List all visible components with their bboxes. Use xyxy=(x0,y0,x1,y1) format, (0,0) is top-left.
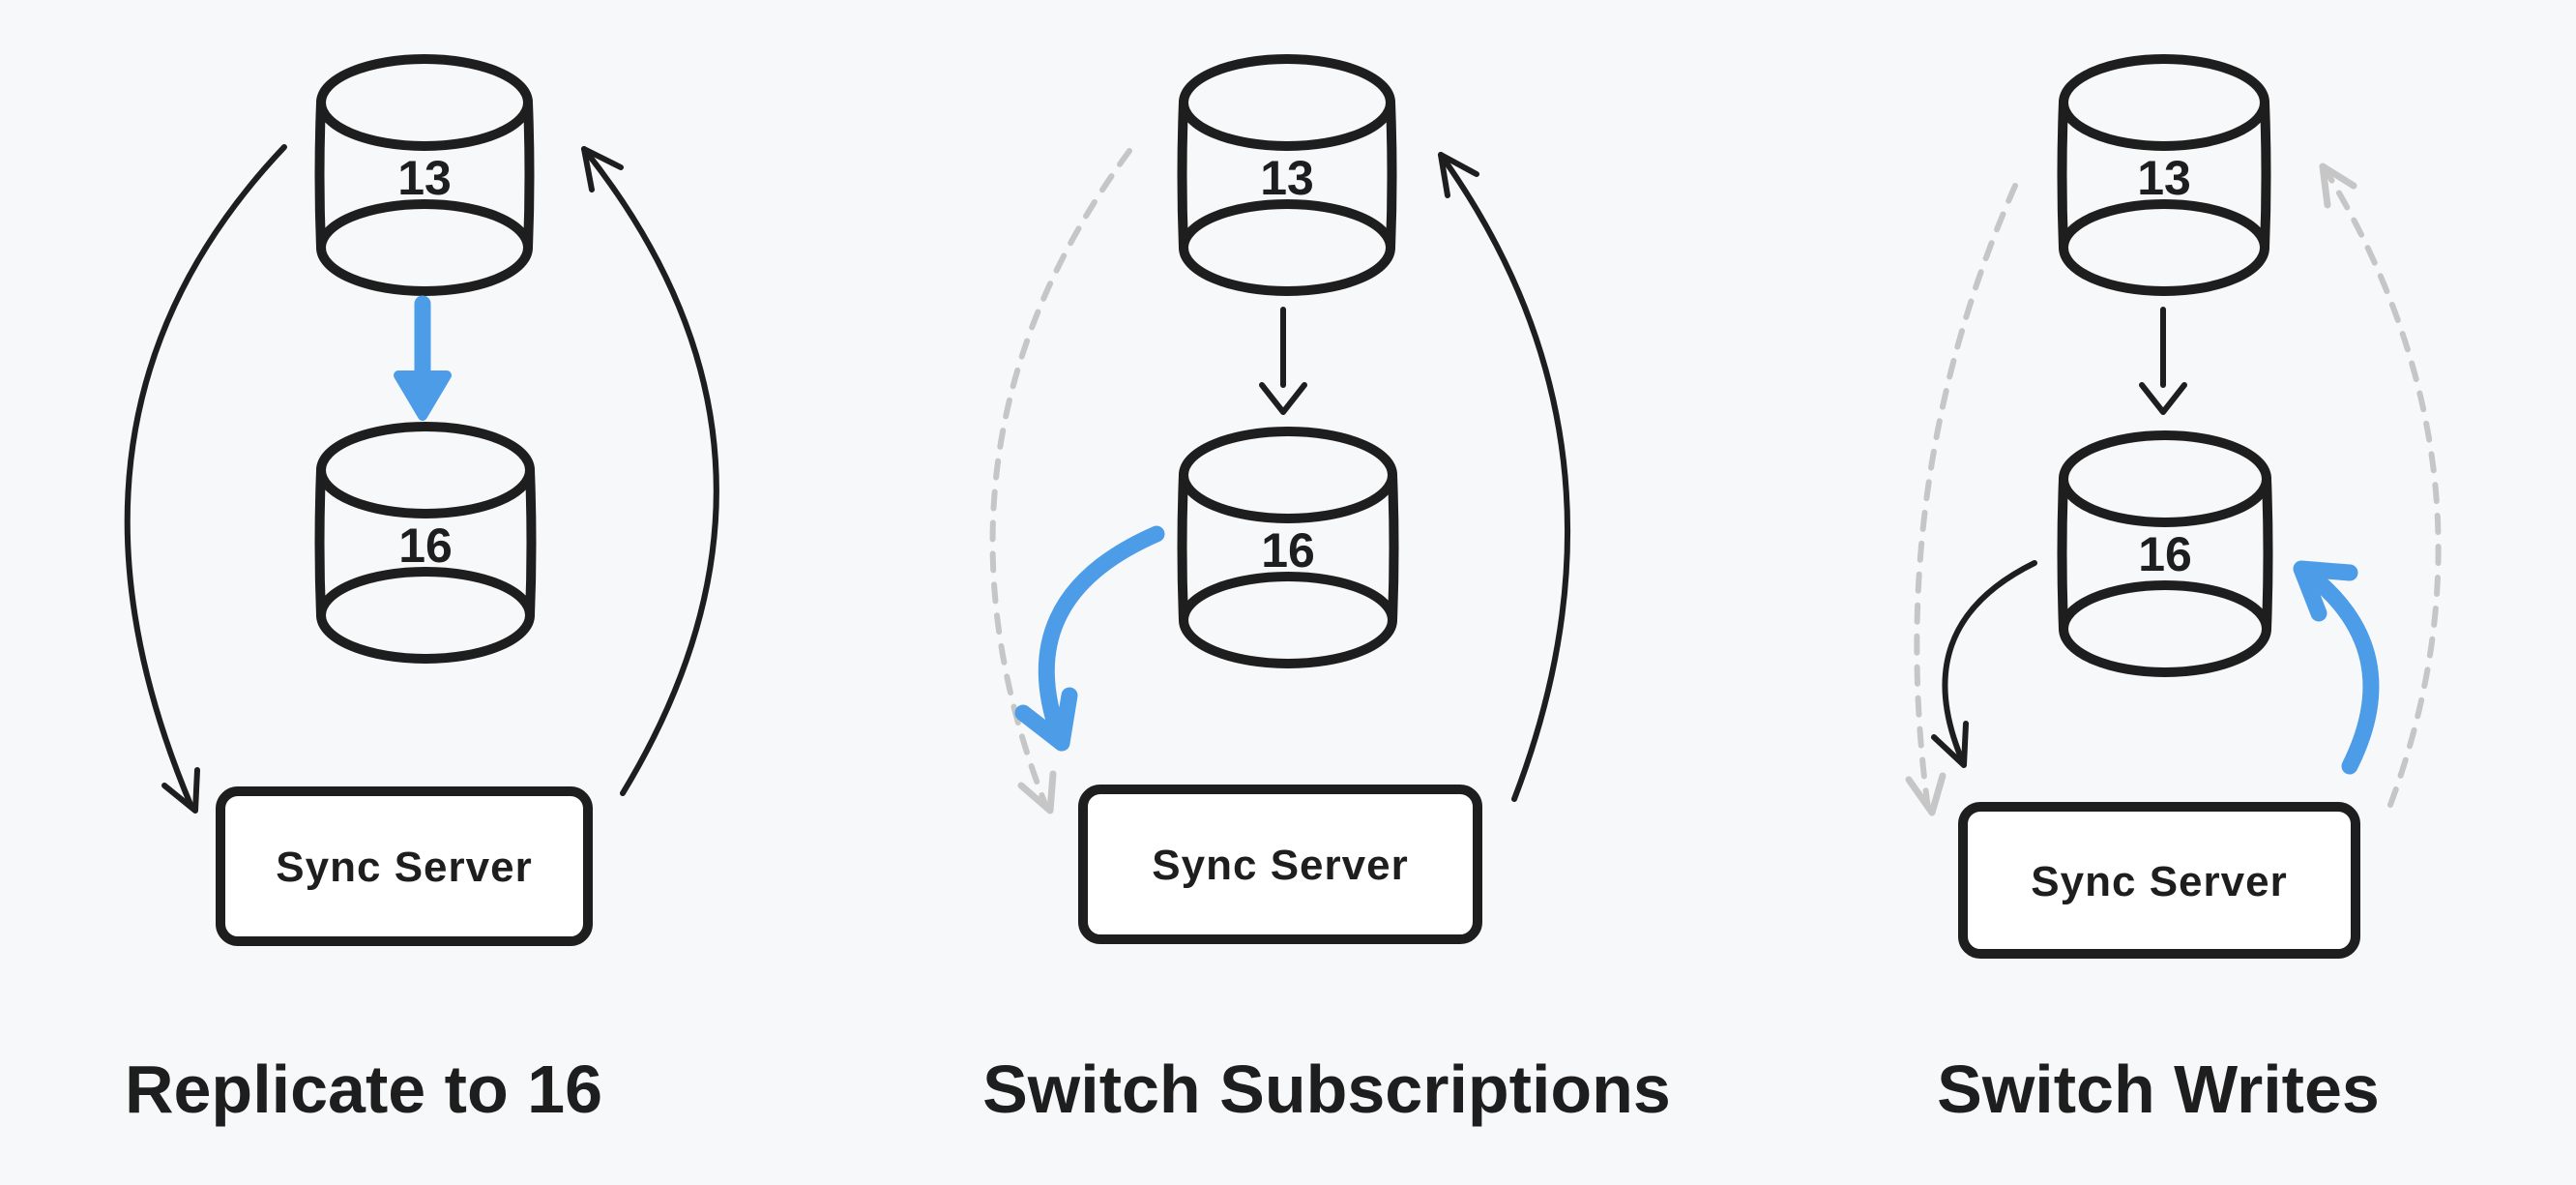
database-13-walls xyxy=(1177,98,1397,252)
sync-server-label: Sync Server xyxy=(1152,842,1408,889)
arrow-13-to-16 xyxy=(2139,307,2187,415)
arrow-sync-server-to-16-line xyxy=(2298,564,2380,775)
database-16-bottom xyxy=(1179,572,1397,668)
arrow-13-to-16 xyxy=(1259,307,1307,415)
arrow-sync-server-to-13 xyxy=(1438,152,1571,802)
arrow-sync-server-to-13-head xyxy=(581,146,624,193)
sync-server-box xyxy=(1078,785,1482,944)
sync-server-box xyxy=(216,786,593,946)
database-13-label: 13 xyxy=(397,151,452,205)
arrow-replicate-head xyxy=(394,370,452,421)
arrow-16-to-sync-server-line xyxy=(1942,560,2037,765)
arrow-16-to-sync-server-head xyxy=(1014,687,1078,752)
arrow-sync-server-to-13 xyxy=(581,146,719,796)
database-16-top xyxy=(316,422,535,518)
arrow-old-13-to-sync-server-line xyxy=(1914,183,2018,812)
arrow-16-to-sync-server-line xyxy=(1038,525,1165,752)
database-13-top xyxy=(1179,54,1395,151)
database-13-top xyxy=(316,54,533,151)
database-16-bottom xyxy=(316,567,535,664)
arrow-old-sync-server-to-13-line xyxy=(2322,165,2442,808)
database-13-walls xyxy=(2057,98,2271,252)
database-16: 16 xyxy=(314,422,537,664)
database-16: 16 xyxy=(1177,427,1399,668)
database-16-label: 16 xyxy=(398,518,453,573)
database-16-bottom xyxy=(2059,580,2271,677)
database-16-label: 16 xyxy=(2138,527,2192,581)
database-13-bottom xyxy=(2059,199,2269,296)
arrow-16-to-sync-server xyxy=(1014,525,1165,752)
arrow-sync-server-to-16-head xyxy=(2293,560,2358,622)
arrow-sync-server-to-13-head xyxy=(1438,152,1479,198)
arrow-sync-server-to-13-line xyxy=(1438,152,1571,802)
database-13-walls xyxy=(314,98,535,252)
arrow-13-to-16-head xyxy=(1259,382,1307,415)
sync-server-node: Sync Server xyxy=(216,786,593,946)
database-16-walls xyxy=(1177,470,1399,625)
arrow-old-sync-server-to-13 xyxy=(2319,163,2442,808)
arrow-replicate-13-to-16 xyxy=(394,295,452,421)
database-16-top xyxy=(2059,430,2271,527)
arrow-16-to-sync-server xyxy=(1931,560,2037,768)
arrow-old-13-to-sync-server xyxy=(1905,183,2018,816)
database-13-label: 13 xyxy=(1260,151,1314,205)
database-16-walls xyxy=(314,465,537,620)
arrow-13-to-sync-server-line xyxy=(124,144,287,810)
database-13: 13 xyxy=(314,54,535,296)
sync-server-box xyxy=(1958,802,2360,959)
arrow-old-13-to-sync-server-line xyxy=(989,148,1132,810)
database-13-bottom xyxy=(316,199,533,296)
sync-server-label: Sync Server xyxy=(2031,858,2287,905)
database-16-walls xyxy=(2057,474,2273,634)
arrow-sync-server-to-16 xyxy=(2293,560,2380,775)
database-13-top xyxy=(2059,54,2269,151)
database-13-label: 13 xyxy=(2137,151,2191,205)
arrow-old-13-to-sync-server-head xyxy=(1905,772,1947,816)
arrow-13-to-16-head xyxy=(2139,382,2187,415)
database-16-label: 16 xyxy=(1261,523,1315,578)
sync-server-node: Sync Server xyxy=(1958,802,2360,959)
panel-switch-subscriptions: 13 16 Sync Server Switch Subscriptions xyxy=(982,54,1671,1127)
database-16-top xyxy=(1179,427,1397,523)
database-16: 16 xyxy=(2057,430,2273,677)
database-13-bottom xyxy=(1179,199,1395,296)
arrow-old-13-to-sync-server-head xyxy=(1017,770,1057,815)
database-13: 13 xyxy=(1177,54,1397,296)
panel-title: Switch Writes xyxy=(1937,1052,2380,1127)
arrow-old-13-to-sync-server xyxy=(989,148,1132,815)
arrow-old-sync-server-to-13-head xyxy=(2319,163,2357,209)
arrow-sync-server-to-13-line xyxy=(581,146,719,796)
arrow-13-to-sync-server-head xyxy=(161,767,200,814)
panel-title: Replicate to 16 xyxy=(125,1052,602,1127)
arrow-13-to-sync-server xyxy=(124,144,287,814)
panel-switch-writes: 13 16 Sync Server Switch Wri xyxy=(1905,54,2442,1127)
sync-server-node: Sync Server xyxy=(1078,785,1482,944)
panel-replicate-to-16: 13 16 Sync Server Replicate to 16 xyxy=(124,54,719,1127)
panel-title: Switch Subscriptions xyxy=(982,1052,1671,1127)
database-13: 13 xyxy=(2057,54,2271,296)
arrow-16-to-sync-server-head xyxy=(1931,721,1969,768)
sync-server-label: Sync Server xyxy=(276,844,532,891)
